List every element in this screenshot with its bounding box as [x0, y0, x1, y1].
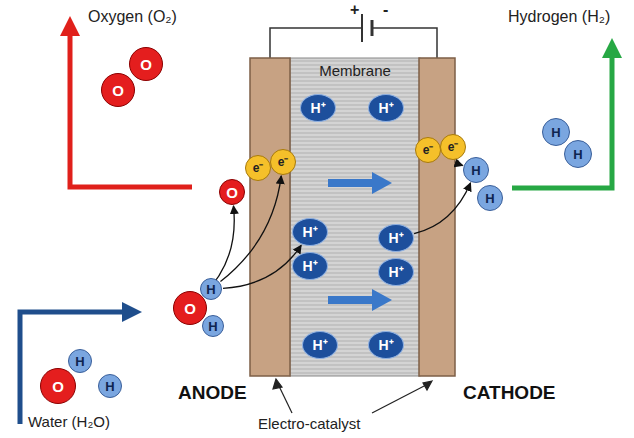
atom-symbol: O: [140, 57, 152, 72]
electron: e⁻: [440, 134, 466, 160]
atom-symbol: O: [226, 185, 238, 200]
proton-ion: H⁺: [292, 252, 328, 280]
proton-ion: H⁺: [300, 94, 336, 122]
membrane-label: Membrane: [290, 63, 420, 78]
proton-ion: H⁺: [378, 224, 414, 252]
atom-symbol: H⁺: [388, 231, 403, 245]
electrode-label: ANODE: [178, 383, 247, 402]
atom-circle: H: [564, 140, 592, 168]
diagram-label: Water (H₂O): [28, 414, 110, 431]
atom-symbol: H⁺: [310, 101, 325, 115]
atom-symbol: H: [485, 192, 494, 205]
atom-circle: O: [219, 179, 245, 205]
proton-ion: H⁺: [378, 258, 414, 286]
atom-circle: H: [542, 118, 570, 146]
diagram-label: Oxygen (O₂): [88, 8, 177, 26]
atom-symbol: H: [208, 320, 217, 333]
atom-circle: O: [40, 368, 76, 404]
atom-circle: H: [477, 185, 503, 211]
diagram-label: +: [350, 1, 359, 19]
diagram-label: Hydrogen (H₂): [508, 8, 610, 26]
electron: e⁻: [245, 155, 271, 181]
water-in-arrow: [20, 302, 142, 424]
diagram-label: Electro-catalyst: [258, 416, 361, 433]
atom-symbol: H: [551, 126, 560, 139]
atom-symbol: e⁻: [448, 141, 459, 153]
atom-circle: H: [98, 374, 122, 398]
atom-symbol: H⁺: [378, 338, 393, 352]
atom-circle: H: [463, 157, 489, 183]
atom-symbol: H⁺: [378, 101, 393, 115]
reaction-arrow: [414, 183, 470, 234]
atom-symbol: H: [573, 148, 582, 161]
atom-symbol: H: [75, 355, 84, 368]
reaction-arrow: [457, 160, 462, 165]
atom-symbol: e⁻: [278, 156, 289, 168]
atom-symbol: H⁺: [302, 259, 317, 273]
hydrogen-out-arrow: [512, 38, 622, 188]
atom-symbol: H: [105, 380, 114, 393]
electrode-plate: CATHODE: [419, 57, 455, 375]
atom-symbol: H⁺: [388, 265, 403, 279]
atom-circle: H: [68, 349, 92, 373]
membrane-region: MembraneH⁺ H⁺ H⁺ H⁺ H⁺ H⁺ H⁺ H⁺: [290, 57, 420, 375]
proton-ion: H⁺: [368, 331, 404, 359]
leader-line: [273, 379, 432, 413]
atom-circle: H: [202, 315, 224, 337]
proton-ion: H⁺: [302, 331, 338, 359]
proton-ion: H⁺: [368, 94, 404, 122]
atom-symbol: H: [206, 283, 215, 296]
electrode-label: CATHODE: [463, 383, 556, 402]
cathode-plate: [419, 58, 455, 376]
proton-ion: H⁺: [292, 218, 328, 246]
electrode-plate: ANODE: [250, 57, 290, 375]
diagram-label: -: [383, 1, 388, 19]
reaction-arrow: [220, 176, 281, 282]
atom-symbol: e⁻: [423, 144, 434, 156]
atom-symbol: O: [52, 379, 64, 394]
membrane-band: [290, 58, 420, 376]
electron: e⁻: [270, 149, 296, 175]
oxygen-out-arrow: [60, 16, 192, 187]
atom-symbol: H: [471, 164, 480, 177]
atom-circle: H: [200, 278, 222, 300]
atom-circle: O: [101, 73, 135, 107]
atom-symbol: H⁺: [302, 225, 317, 239]
battery-wire: [270, 14, 437, 58]
electron: e⁻: [415, 137, 441, 163]
atom-symbol: H⁺: [312, 338, 327, 352]
atom-symbol: O: [112, 83, 124, 98]
atom-symbol: e⁻: [253, 162, 264, 174]
reaction-arrow: [223, 245, 301, 288]
atom-circle: O: [129, 47, 163, 81]
atom-symbol: O: [184, 301, 196, 316]
